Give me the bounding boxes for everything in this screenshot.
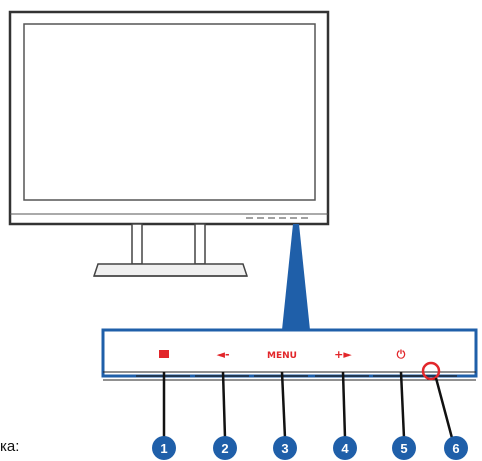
callout-2: 2 — [213, 371, 237, 460]
monitor-icon — [159, 350, 169, 358]
callout-number: 1 — [160, 441, 167, 456]
callout-number: 6 — [452, 441, 459, 456]
callout-number: 5 — [400, 441, 407, 456]
callout-circle — [392, 436, 416, 460]
callout-number: 2 — [221, 441, 228, 456]
callout-number: 4 — [341, 441, 349, 456]
callout-6: 6 — [434, 377, 468, 460]
panel-button-6[interactable] — [403, 361, 457, 381]
callout-circle — [444, 436, 468, 460]
callout-circle — [333, 436, 357, 460]
monitor-stand — [92, 223, 249, 277]
monitor-screen — [23, 23, 316, 201]
caption-text: ка: — [0, 438, 20, 455]
callout-5: 5 — [392, 371, 416, 460]
callout-circle — [213, 436, 237, 460]
volume-left-icon: ◄- — [216, 348, 229, 361]
menu-icon: MENU — [267, 351, 297, 361]
callout-3: 3 — [273, 371, 297, 460]
callout-circle — [273, 436, 297, 460]
monitor — [8, 10, 330, 277]
power-icon: ⏻ — [397, 348, 406, 361]
arrow-right-icon: +► — [334, 348, 352, 361]
callout-beam — [282, 224, 310, 330]
callout-number: 3 — [281, 441, 288, 456]
callout-circle — [152, 436, 176, 460]
callout-1: 1 — [152, 372, 176, 460]
callout-4: 4 — [333, 371, 357, 460]
power-indicator-icon — [421, 361, 441, 381]
